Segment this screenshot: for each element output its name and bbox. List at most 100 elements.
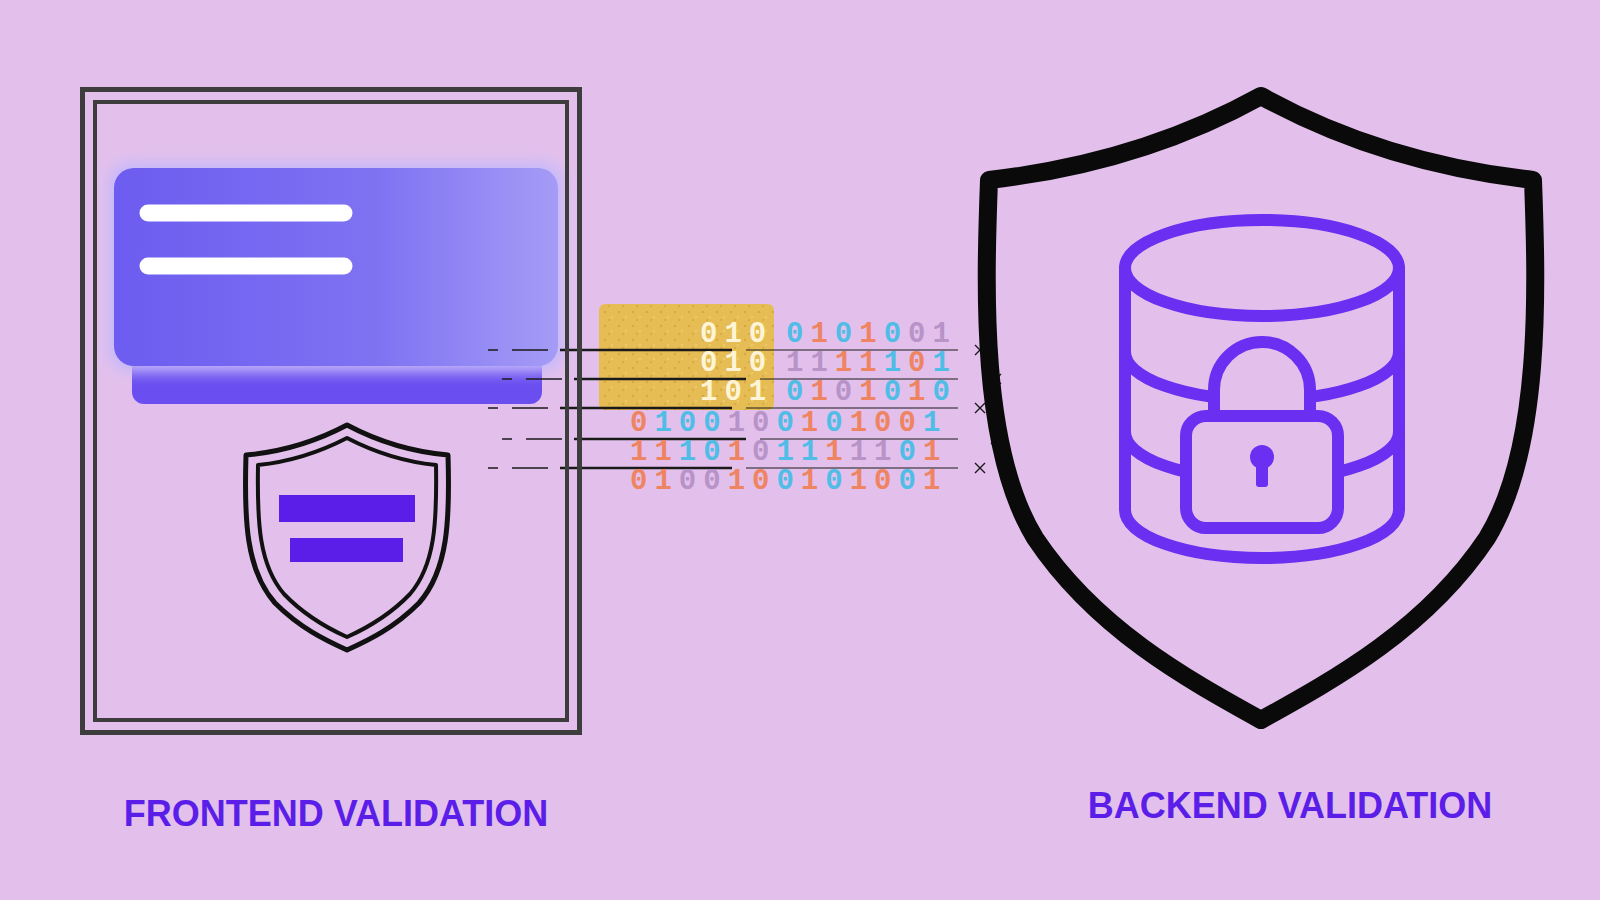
binary-stream: 0100100101001	[630, 471, 947, 493]
data-chip	[599, 304, 774, 410]
frame-inner-border	[93, 100, 569, 722]
stream-line	[512, 467, 548, 469]
binary-digit: 0	[908, 318, 932, 351]
stream-line	[488, 467, 498, 469]
binary-digit: 1	[630, 436, 654, 469]
binary-digit: 1	[884, 347, 908, 380]
stream-line	[502, 438, 512, 440]
binary-stream: 1111101	[786, 353, 957, 375]
node-heading: FRONTEND VALIDATION	[124, 792, 549, 836]
binary-digit: 0	[630, 465, 654, 498]
binary-digit: 1	[923, 436, 947, 469]
shield-bar	[279, 495, 415, 522]
binary-digit: 0	[724, 376, 748, 409]
shield-bar	[290, 538, 403, 562]
binary-digit: 1	[850, 465, 874, 498]
binary-digit: 1	[859, 376, 883, 409]
binary-digit: 1	[874, 436, 898, 469]
binary-digit: 1	[801, 407, 825, 440]
stream-line	[488, 407, 498, 409]
binary-digit: 0	[835, 376, 859, 409]
binary-digit: 1	[810, 318, 834, 351]
binary-digit: 0	[884, 376, 908, 409]
binary-digit: 0	[898, 465, 922, 498]
binary-digit: 1	[654, 465, 678, 498]
binary-stream: 0101001	[786, 324, 957, 346]
binary-digit: 0	[786, 318, 810, 351]
binary-digit: 0	[752, 436, 776, 469]
small-shield	[245, 425, 448, 650]
chip-digits: 010	[700, 353, 773, 375]
binary-digit: 1	[728, 407, 752, 440]
stream-cross	[975, 463, 985, 473]
binary-digit: 1	[700, 376, 724, 409]
binary-digit: 1	[801, 465, 825, 498]
binary-digit: 0	[932, 376, 956, 409]
binary-digit: 0	[700, 347, 724, 380]
chip-digits: 010	[700, 324, 773, 346]
binary-digit: 0	[908, 347, 932, 380]
binary-digit: 0	[825, 407, 849, 440]
binary-digit: 0	[703, 407, 727, 440]
binary-digit: 0	[898, 407, 922, 440]
binary-digit: 1	[850, 436, 874, 469]
chip-digits: 101	[700, 382, 773, 404]
binary-digit: 0	[874, 465, 898, 498]
binary-digit: 1	[786, 347, 810, 380]
form-line	[148, 258, 344, 275]
shield-shape	[975, 88, 1553, 728]
binary-digit: 1	[679, 436, 703, 469]
stream-cross	[975, 403, 985, 413]
binary-digit: 0	[752, 407, 776, 440]
db-top	[1125, 220, 1399, 316]
stream-line	[526, 438, 562, 440]
db-body	[1125, 268, 1399, 558]
binary-digit: 0	[749, 347, 773, 380]
node-heading: BACKEND VALIDATION	[1088, 784, 1493, 828]
binary-digit: 1	[724, 318, 748, 351]
binary-digit: 0	[703, 436, 727, 469]
binary-digit: 0	[786, 376, 810, 409]
binary-digit: 0	[700, 318, 724, 351]
binary-digit: 1	[810, 347, 834, 380]
binary-digit: 1	[654, 407, 678, 440]
binary-digit: 1	[654, 436, 678, 469]
binary-digit: 1	[850, 407, 874, 440]
binary-digit: 1	[825, 436, 849, 469]
binary-digit: 0	[703, 465, 727, 498]
binary-digit: 1	[810, 376, 834, 409]
binary-digit: 0	[898, 436, 922, 469]
binary-stream: 0100100101001	[630, 413, 947, 435]
binary-digit: 1	[932, 318, 956, 351]
binary-digit: 1	[923, 465, 947, 498]
data-stream-lines	[488, 345, 1001, 473]
binary-digit: 0	[884, 318, 908, 351]
binary-digit: 0	[776, 407, 800, 440]
binary-digit: 0	[835, 318, 859, 351]
binary-digit: 1	[801, 436, 825, 469]
shield-outline	[987, 96, 1536, 720]
shield-outline	[245, 425, 448, 650]
binary-digit: 1	[932, 347, 956, 380]
binary-digit: 1	[728, 465, 752, 498]
binary-digit: 1	[859, 318, 883, 351]
frontend-frame: FRONTEND VALIDATION	[80, 87, 582, 735]
binary-stream: 0101010	[786, 382, 957, 404]
binary-digit: 0	[630, 407, 654, 440]
binary-digit: 0	[776, 465, 800, 498]
binary-digit: 1	[728, 436, 752, 469]
stream-line	[512, 349, 548, 351]
stream-line	[488, 349, 498, 351]
binary-stream: 1110101111101	[630, 442, 947, 464]
binary-digit: 0	[825, 465, 849, 498]
database-icon	[1125, 220, 1399, 558]
stream-line	[512, 407, 548, 409]
form-card	[108, 162, 564, 404]
shield-inner-outline	[258, 438, 436, 637]
lock-body	[1186, 416, 1338, 528]
binary-digit: 1	[923, 407, 947, 440]
binary-digit: 1	[749, 376, 773, 409]
lock-shackle	[1214, 342, 1310, 418]
binary-digit: 0	[874, 407, 898, 440]
